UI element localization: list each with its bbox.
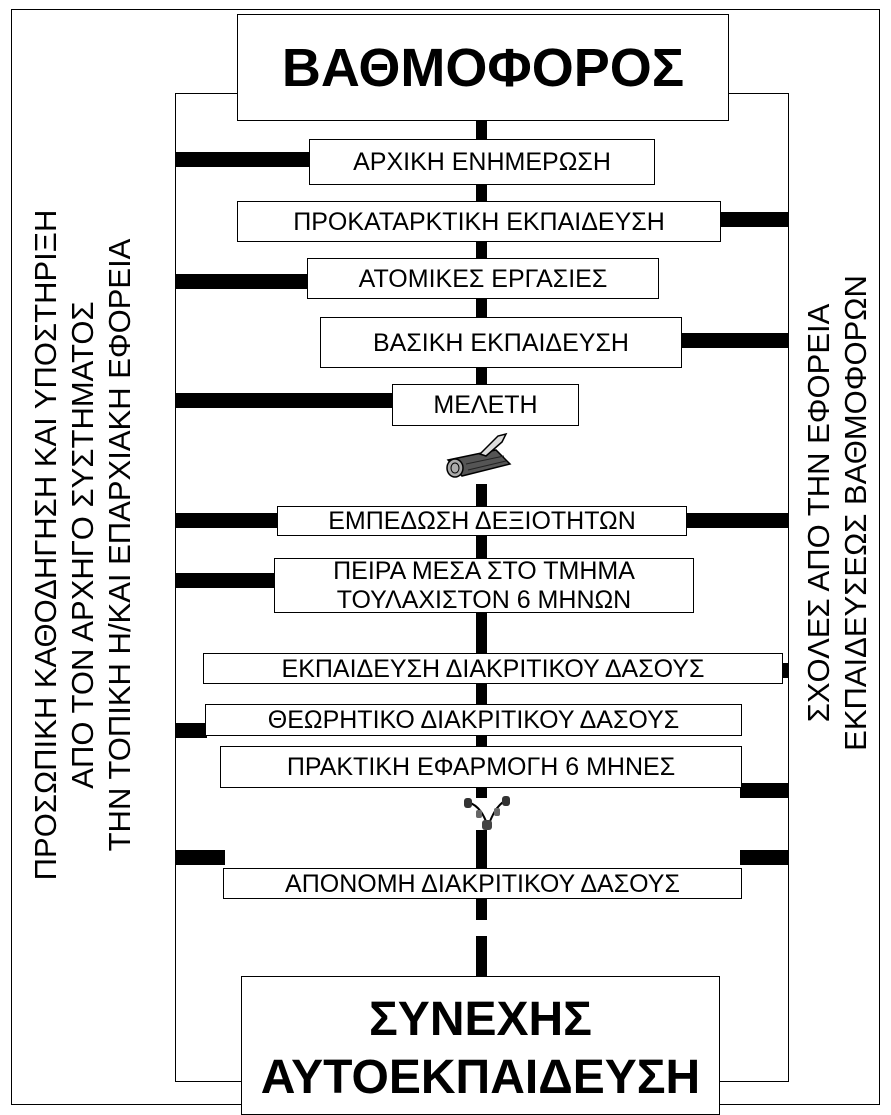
branch-bar xyxy=(175,152,310,167)
step-box: ΠΡΑΚΤΙΚΗ ΕΦΑΡΜΟΓΗ 6 ΜΗΝΕΣ xyxy=(220,746,742,788)
spine xyxy=(476,736,487,746)
spine xyxy=(476,368,487,384)
step-box: ΑΤΟΜΙΚΕΣ ΕΡΓΑΣΙΕΣ xyxy=(307,258,659,299)
right-side-note: ΣΧΟΛΕΣ ΑΠΟ ΤΗΝ ΕΦΟΡΕΙΑ ΕΚΠΑΙΔΕΥΣΕΩΣ ΒΑΘΜ… xyxy=(801,275,873,751)
branch-bar xyxy=(782,663,789,678)
spine xyxy=(476,830,487,868)
step-box: ΠΕΙΡΑ ΜΕΣΑ ΣΤΟ ΤΜΗΜΑ ΤΟΥΛΑΧΙΣΤΟΝ 6 ΜΗΝΩΝ xyxy=(274,557,694,614)
branch-bar xyxy=(720,212,789,227)
branch-bar xyxy=(740,850,789,865)
branch-bar xyxy=(740,783,789,798)
spine xyxy=(476,121,487,154)
branch-bar xyxy=(175,274,309,289)
wood-badge-beads-icon xyxy=(464,796,510,830)
branch-bar xyxy=(175,513,279,528)
spine xyxy=(476,299,487,317)
branch-bar xyxy=(175,393,393,408)
branch-bar xyxy=(685,513,789,528)
branch-bar xyxy=(175,850,225,865)
spine xyxy=(476,684,487,704)
footer-title: ΣΥΝΕΧΗΣ ΑΥΤΟΕΚΠΑΙΔΕΥΣΗ xyxy=(241,976,720,1115)
step-box: ΘΕΩΡΗΤΙΚΟ ΔΙΑΚΡΙΤΙΚΟΥ ΔΑΣΟΥΣ xyxy=(205,704,742,736)
spine xyxy=(476,936,487,976)
spine xyxy=(476,788,487,798)
step-box: ΠΡΟΚΑΤΑΡΚΤΙΚΗ ΕΚΠΑΙΔΕΥΣΗ xyxy=(237,201,721,242)
branch-bar xyxy=(175,723,207,738)
branch-bar xyxy=(175,573,276,588)
step-box: ΑΠΟΝΟΜΗ ΔΙΑΚΡΙΤΙΚΟΥ ΔΑΣΟΥΣ xyxy=(223,868,742,899)
spine xyxy=(476,899,487,920)
header-title: ΒΑΘΜΟΦΟΡΟΣ xyxy=(237,14,729,121)
step-box: ΜΕΛΕΤΗ xyxy=(392,384,579,426)
spine xyxy=(476,536,487,558)
step-box: ΑΡΧΙΚΗ ΕΝΗΜΕΡΩΣΗ xyxy=(309,139,655,185)
axe-in-log-icon xyxy=(446,432,512,478)
spine xyxy=(476,484,487,506)
left-side-note: ΠΡΟΣΩΠΙΚΗ ΚΑΘΟΔΗΓΗΣΗ ΚΑΙ ΥΠΟΣΤΗΡΙΞΗ ΑΠΟ … xyxy=(28,209,137,881)
spine xyxy=(476,242,487,258)
spine xyxy=(476,613,487,653)
step-box: ΒΑΣΙΚΗ ΕΚΠΑΙΔΕΥΣΗ xyxy=(320,317,682,368)
step-box: ΕΚΠΑΙΔΕΥΣΗ ΔΙΑΚΡΙΤΙΚΟΥ ΔΑΣΟΥΣ xyxy=(203,653,783,684)
branch-bar xyxy=(680,333,789,348)
spine xyxy=(476,185,487,201)
step-box: ΕΜΠΕΔΩΣΗ ΔΕΞΙΟΤΗΤΩΝ xyxy=(277,506,687,536)
